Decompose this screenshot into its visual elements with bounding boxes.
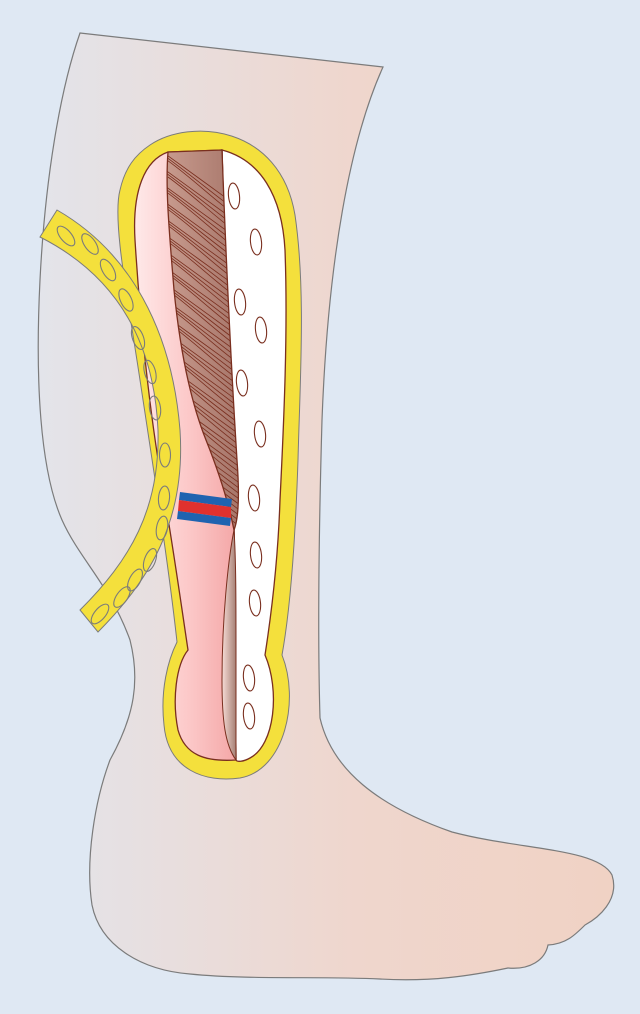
leg-flap-illustration bbox=[0, 0, 640, 1014]
figure-canvas bbox=[0, 0, 640, 1014]
